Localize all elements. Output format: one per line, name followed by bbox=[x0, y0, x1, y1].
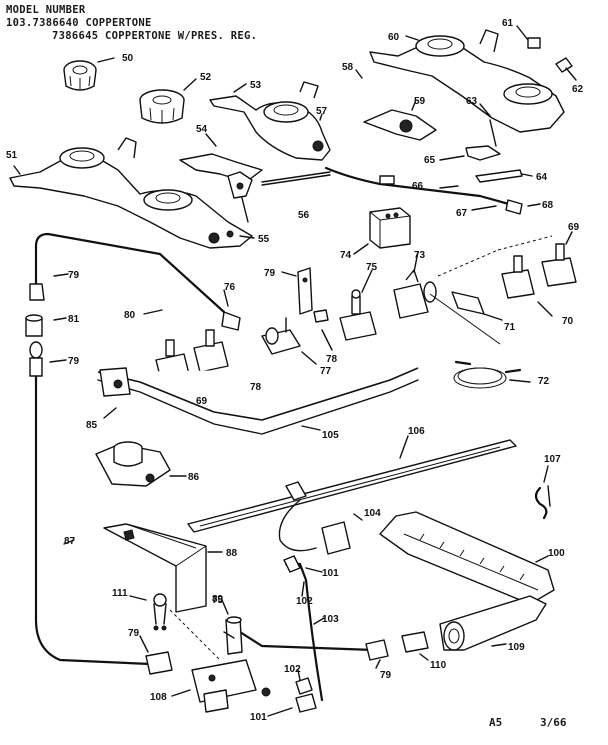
part-label-59: 59 bbox=[414, 96, 426, 107]
part-label-88: 88 bbox=[226, 548, 238, 559]
oven-gas-tube-drawing bbox=[238, 555, 389, 717]
pressure-regulator-drawing bbox=[95, 441, 187, 487]
burner-bracket-drawing bbox=[179, 133, 331, 223]
part-label-67: 67 bbox=[456, 208, 468, 219]
burner-assembly-right-drawing bbox=[355, 29, 565, 141]
part-label-71: 71 bbox=[504, 322, 516, 333]
part-label-79-left: 79 bbox=[68, 270, 80, 281]
footer-code: A5 bbox=[489, 716, 503, 729]
safety-valve-drawing bbox=[393, 251, 503, 345]
gas-tube-lower-drawing bbox=[29, 341, 271, 713]
model-number-line-2: 7386645 COPPERTONE W/PRES. REG. bbox=[52, 30, 258, 42]
part-label-85: 85 bbox=[86, 420, 98, 431]
part-label-65: 65 bbox=[424, 155, 436, 166]
part-label-87: 87 bbox=[64, 536, 76, 547]
manifold-pipe-drawing bbox=[97, 367, 419, 435]
part-label-79-bottom: 79 bbox=[128, 628, 140, 639]
part-label-102-lower: 102 bbox=[284, 664, 301, 675]
gas-tube-upper-drawing bbox=[29, 232, 241, 331]
part-label-107: 107 bbox=[544, 454, 561, 465]
part-label-73: 73 bbox=[414, 250, 426, 261]
part-label-61: 61 bbox=[502, 18, 514, 29]
oven-burner-rod-drawing bbox=[187, 435, 517, 533]
part-label-58: 58 bbox=[342, 62, 354, 73]
part-label-52: 52 bbox=[200, 72, 212, 83]
part-label-106: 106 bbox=[408, 426, 425, 437]
burner-head-drawing bbox=[139, 78, 197, 124]
part-label-76: 76 bbox=[224, 282, 236, 293]
burner-assembly-rear-drawing bbox=[209, 81, 331, 161]
part-label-79-right: 79 bbox=[380, 670, 392, 681]
part-label-78: 78 bbox=[326, 354, 338, 365]
valve-fittings-center-drawing bbox=[261, 267, 333, 365]
part-label-64: 64 bbox=[536, 172, 548, 183]
part-label-104: 104 bbox=[364, 508, 381, 519]
part-label-102: 102 bbox=[296, 596, 313, 607]
part-label-101: 101 bbox=[322, 568, 339, 579]
part-label-55: 55 bbox=[258, 234, 270, 245]
burner-cap-drawing bbox=[63, 57, 115, 91]
part-label-79-top: 79 bbox=[264, 268, 276, 279]
oven-burner-drawing bbox=[379, 511, 555, 605]
part-label-57: 57 bbox=[316, 106, 328, 117]
thermostat-drawing bbox=[278, 481, 363, 555]
oven-pilot-drawing bbox=[129, 593, 221, 661]
part-label-60: 60 bbox=[388, 32, 400, 43]
part-label-103: 103 bbox=[322, 614, 339, 625]
part-label-62: 62 bbox=[572, 84, 584, 95]
part-label-77: 77 bbox=[320, 366, 332, 377]
part-label-72: 72 bbox=[538, 376, 550, 387]
part-label-68: 68 bbox=[542, 200, 554, 211]
part-label-75-lower: 75 bbox=[212, 595, 224, 606]
venturi-tube-drawing bbox=[401, 595, 547, 661]
part-label-111: 111 bbox=[112, 588, 128, 599]
part-label-80: 80 bbox=[124, 310, 136, 321]
part-label-109: 109 bbox=[508, 642, 525, 653]
part-label-66: 66 bbox=[412, 181, 424, 192]
small-hardware-drawing bbox=[439, 25, 577, 183]
part-label-110: 110 bbox=[430, 660, 447, 671]
part-label-50: 50 bbox=[122, 53, 134, 64]
part-label-79-mid: 79 bbox=[68, 356, 80, 367]
footer-date: 3/66 bbox=[540, 716, 567, 729]
coupling-drawing bbox=[25, 314, 67, 337]
gas-valve-center-drawing bbox=[339, 269, 377, 341]
oven-valve-drawing bbox=[221, 599, 243, 655]
part-label-70: 70 bbox=[562, 316, 574, 327]
part-label-75: 75 bbox=[366, 262, 378, 273]
manifold-tube-drawing bbox=[324, 166, 541, 215]
part-label-63: 63 bbox=[466, 96, 478, 107]
heat-shield-drawing bbox=[103, 523, 223, 613]
part-label-74: 74 bbox=[340, 250, 352, 261]
model-number-heading: MODEL NUMBER bbox=[6, 4, 86, 16]
part-label-100: 100 bbox=[548, 548, 565, 559]
part-label-105: 105 bbox=[322, 430, 339, 441]
part-label-86: 86 bbox=[188, 472, 200, 483]
part-label-108: 108 bbox=[150, 692, 167, 703]
model-number-line-1: 103.7386640 COPPERTONE bbox=[6, 17, 152, 29]
part-label-78-lower: 78 bbox=[250, 382, 262, 393]
part-label-69-lower: 69 bbox=[196, 396, 208, 407]
part-label-89: 89 bbox=[212, 594, 224, 605]
part-label-54: 54 bbox=[196, 124, 208, 135]
spring-clip-drawing bbox=[534, 465, 551, 520]
pilot-block-drawing bbox=[353, 207, 411, 255]
part-label-51: 51 bbox=[6, 150, 18, 161]
part-label-101-lower: 101 bbox=[250, 712, 267, 723]
part-label-56: 56 bbox=[298, 210, 310, 221]
part-label-81: 81 bbox=[68, 314, 80, 325]
thermocouple-drawing bbox=[453, 360, 531, 389]
part-label-53: 53 bbox=[250, 80, 262, 91]
part-label-69: 69 bbox=[568, 222, 580, 233]
burner-assembly-left-drawing bbox=[9, 137, 255, 249]
gas-valves-right-drawing bbox=[437, 231, 577, 317]
